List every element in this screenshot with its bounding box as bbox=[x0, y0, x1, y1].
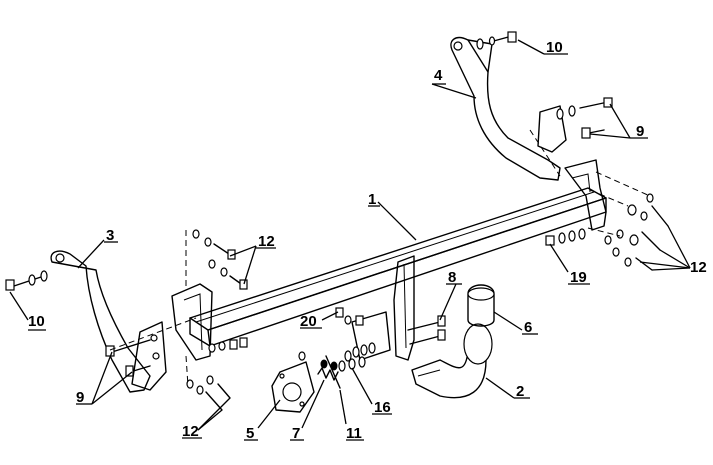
callout-9-right: 9 bbox=[636, 123, 644, 140]
callout-20: 20 bbox=[300, 313, 317, 330]
callout-3: 3 bbox=[106, 227, 114, 244]
callouts: 1 2 3 4 5 6 7 8 9 bbox=[9, 39, 707, 442]
callout-10-top: 10 bbox=[546, 39, 563, 56]
fasteners bbox=[5, 31, 669, 411]
callout-4: 4 bbox=[434, 67, 443, 84]
callout-12-right: 12 bbox=[690, 259, 707, 276]
callout-16: 16 bbox=[374, 399, 391, 416]
spring bbox=[317, 367, 339, 381]
ball-cover bbox=[467, 284, 495, 327]
alignment-lines bbox=[109, 129, 651, 387]
callout-19: 19 bbox=[570, 269, 587, 286]
callout-6: 6 bbox=[524, 319, 532, 336]
callout-12-left-top: 12 bbox=[258, 233, 275, 250]
left-side-arm bbox=[50, 250, 167, 393]
callout-2: 2 bbox=[516, 383, 524, 400]
right-side-arm bbox=[450, 36, 567, 181]
callout-9-left: 9 bbox=[76, 389, 84, 406]
tow-ball-neck bbox=[411, 323, 493, 399]
callout-10-left: 10 bbox=[28, 313, 45, 330]
callout-5: 5 bbox=[246, 425, 254, 442]
callout-8: 8 bbox=[448, 269, 456, 286]
socket-plate bbox=[271, 361, 315, 413]
callout-12-left-bottom: 12 bbox=[182, 423, 199, 440]
crossbar bbox=[171, 159, 607, 361]
callout-1: 1 bbox=[368, 191, 376, 208]
callout-11: 11 bbox=[346, 425, 362, 442]
callout-7: 7 bbox=[292, 425, 300, 442]
